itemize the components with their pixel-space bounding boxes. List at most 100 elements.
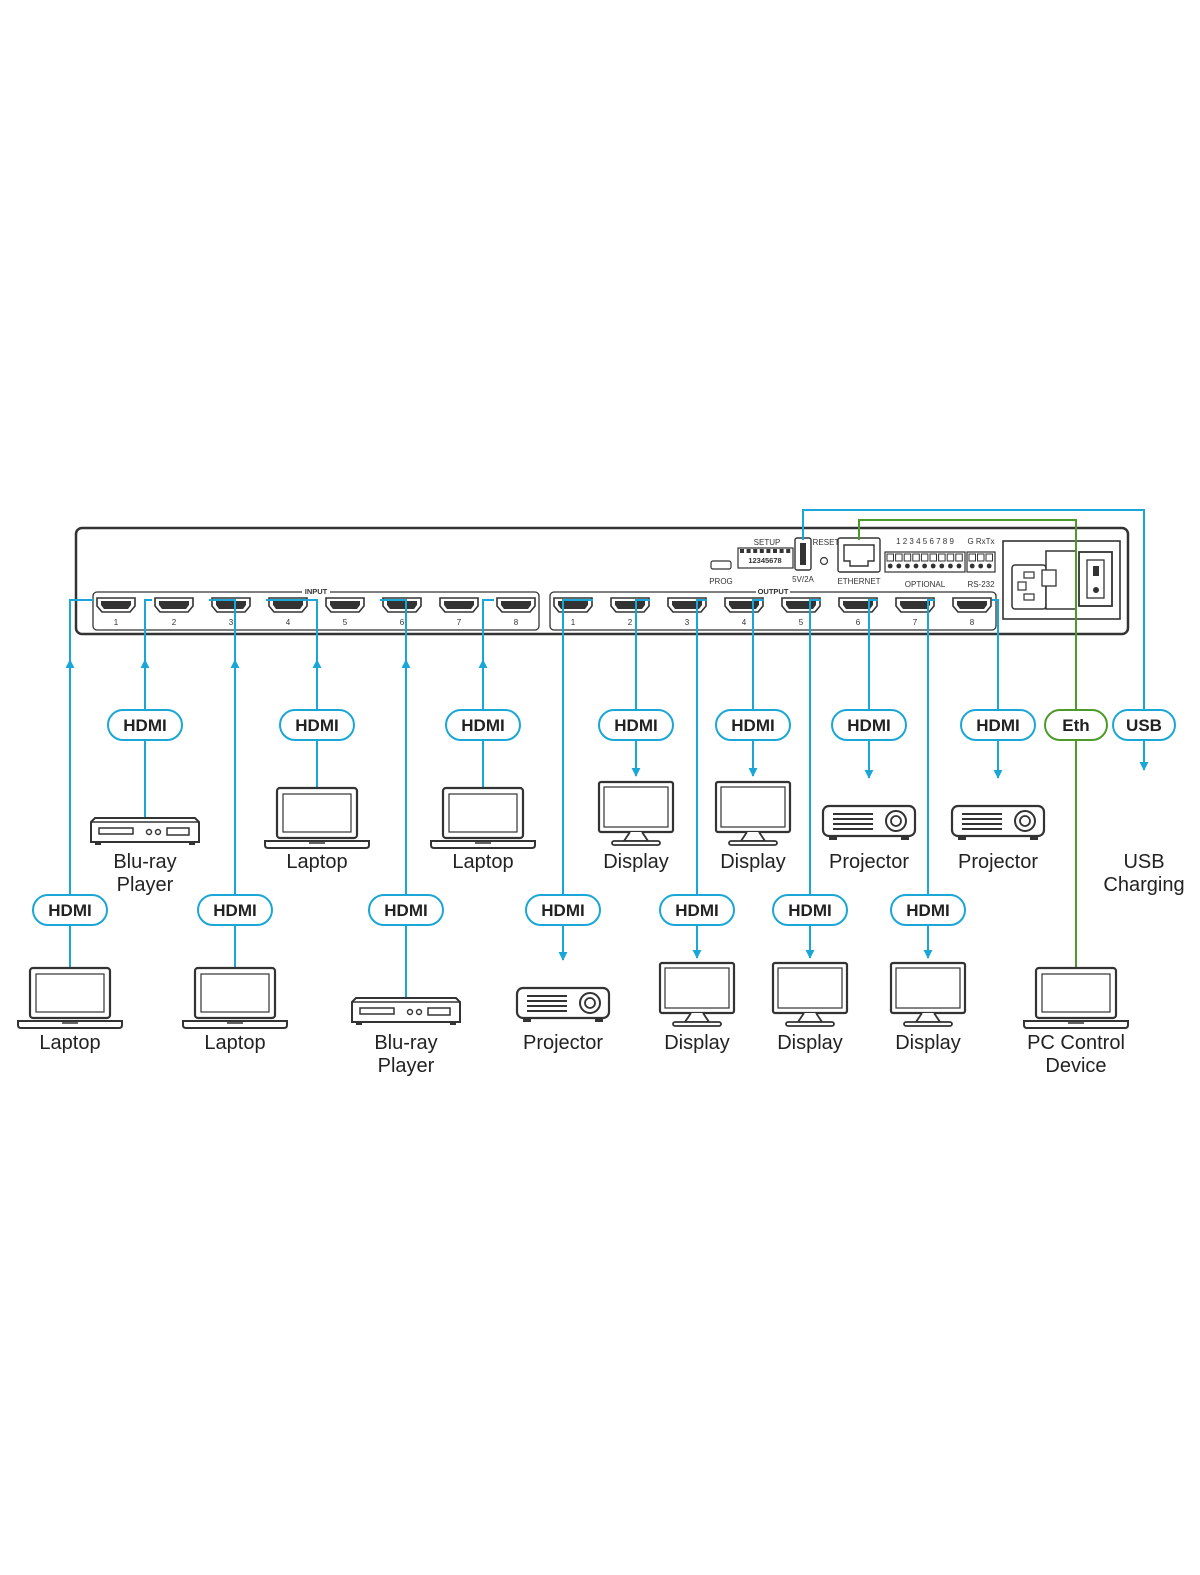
output-8-device-projector-icon (950, 804, 1046, 840)
output-8-cable-pill: HDMI (960, 709, 1036, 741)
optional-label: OPTIONAL (905, 580, 946, 589)
input-port-5-number: 5 (343, 618, 348, 627)
output-3-device-label: Display (664, 1032, 730, 1054)
output-5-device-display-icon (771, 961, 849, 1027)
output-port-6-number: 6 (856, 618, 861, 627)
input-1-device-laptop-icon (17, 966, 123, 1029)
input-1-cable-pill: HDMI (32, 894, 108, 926)
input-8-device-label: Laptop (452, 851, 513, 873)
input-4-cable-pill-text: HDMI (295, 716, 338, 735)
input-6-device-label-line1: Blu-ray (374, 1032, 437, 1054)
output-8-device-label: Projector (958, 851, 1038, 873)
output-2-cable-pill: HDMI (598, 709, 674, 741)
input-4-cable-pill: HDMI (279, 709, 355, 741)
output-port-3-number: 3 (685, 618, 690, 627)
output-port-2[interactable]: 2 (610, 597, 650, 627)
reset-button[interactable] (819, 556, 829, 566)
usb-port-label: 5V/2A (792, 575, 814, 584)
prog-port[interactable] (710, 560, 732, 570)
output-port-5-number: 5 (799, 618, 804, 627)
usb-cable (802, 509, 1149, 771)
input-8-device-laptop-icon (430, 786, 536, 849)
input-group-label: INPUT (305, 587, 328, 596)
output-6-cable-pill-text: HDMI (847, 716, 890, 735)
input-port-2-number: 2 (172, 618, 177, 627)
input-2-cable-pill-text: HDMI (123, 716, 166, 735)
output-1-device-label: Projector (523, 1032, 603, 1054)
input-6-device-label-line2: Player (378, 1055, 435, 1077)
rs232-label: RS-232 (967, 580, 995, 589)
output-1-cable-pill-text: HDMI (541, 901, 584, 920)
ethernet-cable (858, 519, 1077, 970)
rs232-pins-label: G RxTx (967, 537, 994, 546)
input-6-cable-pill-text: HDMI (384, 901, 427, 920)
output-6-device-label: Projector (829, 851, 909, 873)
pc-control-device-label-line2: Device (1045, 1055, 1106, 1077)
optional-numbers: 1 2 3 4 5 6 7 8 9 (896, 537, 954, 546)
output-3-device-display-icon (658, 961, 736, 1027)
input-port-6[interactable]: 6 (382, 597, 422, 627)
output-7-device-label: Display (895, 1032, 961, 1054)
input-6-cable-pill: HDMI (368, 894, 444, 926)
input-6-cable (380, 599, 407, 998)
setup-dip-switch[interactable] (737, 547, 794, 569)
prog-label: PROG (709, 577, 733, 586)
pc-control-device-label-line1: PC Control (1027, 1032, 1125, 1054)
output-7-cable (923, 599, 935, 959)
output-4-cable-pill: HDMI (715, 709, 791, 741)
output-3-cable-pill: HDMI (659, 894, 735, 926)
output-6-device-projector-icon (821, 804, 917, 840)
output-port-6[interactable]: 6 (838, 597, 878, 627)
output-2-device-display-icon (597, 780, 675, 846)
output-port-7[interactable]: 7 (895, 597, 935, 627)
output-port-7-number: 7 (913, 618, 918, 627)
input-3-device-laptop-icon (182, 966, 288, 1029)
output-6-cable-pill: HDMI (831, 709, 907, 741)
output-port-4-number: 4 (742, 618, 747, 627)
output-1-cable-pill: HDMI (525, 894, 601, 926)
output-4-device-label: Display (720, 851, 786, 873)
output-5-cable-pill: HDMI (772, 894, 848, 926)
output-2-cable-pill-text: HDMI (614, 716, 657, 735)
output-7-cable-pill-text: HDMI (906, 901, 949, 920)
input-1-device-label: Laptop (39, 1032, 100, 1054)
usb-cable-pill-text: USB (1126, 716, 1162, 735)
input-port-3[interactable]: 3 (211, 597, 251, 627)
input-3-device-label: Laptop (204, 1032, 265, 1054)
output-5-device-label: Display (777, 1032, 843, 1054)
output-7-device-display-icon (889, 961, 967, 1027)
input-port-5[interactable]: 5 (325, 597, 365, 627)
input-2-device-label-line1: Blu-ray (113, 851, 176, 873)
pc-control-device-laptop-icon (1023, 966, 1129, 1029)
input-6-device-bluray-player-icon (351, 997, 461, 1025)
input-8-cable-pill-text: HDMI (461, 716, 504, 735)
output-1-device-projector-icon (515, 986, 611, 1022)
input-port-2[interactable]: 2 (154, 597, 194, 627)
input-port-8[interactable]: 8 (496, 597, 536, 627)
input-4-device-laptop-icon (264, 786, 370, 849)
output-group-label: OUTPUT (758, 587, 789, 596)
input-4-device-label: Laptop (286, 851, 347, 873)
output-8-cable-pill-text: HDMI (976, 716, 1019, 735)
output-5-cable (805, 599, 821, 959)
input-port-4-number: 4 (286, 618, 291, 627)
input-port-4[interactable]: 4 (268, 597, 308, 627)
input-port-1[interactable]: 1 (96, 597, 136, 627)
setup-label: SETUP (754, 538, 781, 547)
input-port-6-number: 6 (400, 618, 405, 627)
input-port-7-number: 7 (457, 618, 462, 627)
input-port-7[interactable]: 7 (439, 597, 479, 627)
output-port-2-number: 2 (628, 618, 633, 627)
input-2-device-label-line2: Player (117, 874, 174, 896)
output-port-8-number: 8 (970, 618, 975, 627)
rear-panel: INPUT OUTPUT PROG SETUP 1 2 3 4 5 6 7 8 5V/2A R… (74, 526, 1130, 636)
input-3-cable-pill-text: HDMI (213, 901, 256, 920)
output-port-1-number: 1 (571, 618, 576, 627)
input-port-1-number: 1 (114, 618, 119, 627)
output-4-cable-pill-text: HDMI (731, 716, 774, 735)
output-port-8[interactable]: 8 (952, 597, 992, 627)
usb-cable-pill: USB (1112, 709, 1176, 741)
input-2-device-bluray-player-icon (90, 817, 200, 845)
